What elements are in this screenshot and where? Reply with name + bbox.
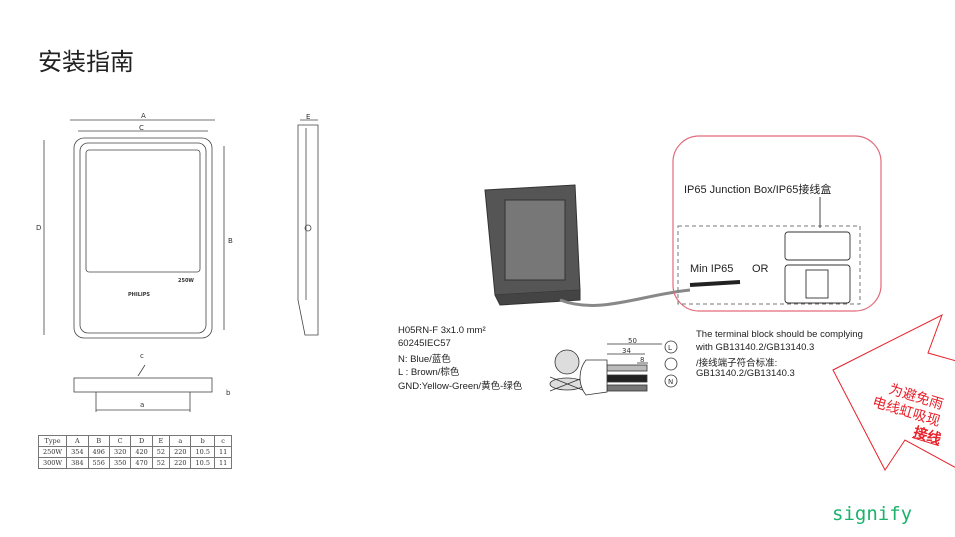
cell: 10.5 [190, 457, 215, 469]
or-label: OR [752, 263, 769, 275]
header-cell: A [66, 435, 89, 447]
header-cell: Type [37, 435, 68, 447]
header-cell: B [87, 435, 110, 447]
terminal-note-line: with GB13140.2/GB13140.3 [696, 342, 815, 353]
callout-arrow [832, 313, 955, 471]
cell: 354 [66, 446, 89, 458]
cell: 470 [130, 457, 153, 469]
dim-c-small-label: c [140, 352, 144, 360]
dim-c-label: C [139, 124, 144, 132]
terminal-note-line: GB13140.2/GB13140.3 [696, 368, 795, 379]
dim-34-label: 34 [622, 347, 631, 355]
cable-spec-line: N: Blue/蓝色 [398, 354, 451, 365]
cell: 384 [66, 457, 89, 469]
min-ip65-label: Min IP65 [690, 263, 734, 275]
header-cell: c [213, 435, 233, 447]
cell: 220 [169, 457, 192, 469]
junction-box-label: IP65 Junction Box/IP65接线盒 [684, 184, 832, 196]
junction-highlight-frame [672, 135, 882, 312]
cell: 250W [37, 446, 68, 458]
cell: 420 [130, 446, 153, 458]
dim-a-label: A [141, 112, 146, 120]
cell: 52 [151, 457, 171, 469]
cell: 496 [87, 446, 110, 458]
dim-8-label: 8 [640, 356, 644, 364]
cable-spec-line: GND:Yellow-Green/黄色-绿色 [398, 381, 523, 392]
terminal-n-label: N [668, 378, 673, 386]
cable-diagram [549, 340, 678, 396]
wattage-label: 250W [178, 278, 194, 284]
cell: 320 [108, 446, 132, 458]
cell: 10.5 [190, 446, 215, 458]
bottom-view-drawing [73, 364, 213, 412]
terminal-l-label: L [668, 344, 672, 352]
front-view-drawing [43, 119, 318, 339]
header-cell: C [108, 435, 132, 447]
terminal-note-line: /接线端子符合标准: [696, 358, 778, 369]
terminal-note-line: The terminal block should be complying [696, 329, 863, 340]
cell: 220 [169, 446, 192, 458]
junction-dashed-box [677, 225, 861, 305]
cable-spec-line: 60245IEC57 [398, 338, 451, 349]
cable-spec-line: L : Brown/棕色 [398, 367, 460, 378]
cable-spec-line: H05RN-F 3x1.0 mm² [398, 325, 486, 336]
header-cell: b [190, 435, 215, 447]
dim-50-label: 50 [628, 337, 637, 345]
brand-label: PHILIPS [128, 292, 150, 298]
cell: 350 [108, 457, 132, 469]
header-cell: a [169, 435, 192, 447]
header-cell: D [130, 435, 153, 447]
signify-logo: signify [832, 503, 913, 525]
cell: 556 [87, 457, 110, 469]
cell: 11 [213, 446, 233, 458]
dim-b-label: B [228, 237, 233, 245]
dim-b-small-label: b [226, 389, 231, 397]
dim-a-small-label: a [140, 401, 144, 409]
junction-box-drawing [689, 197, 851, 304]
cell: 11 [213, 457, 233, 469]
cell: 52 [151, 446, 171, 458]
cell: 300W [37, 457, 68, 469]
product-illustration [484, 184, 691, 307]
dim-e-label: E [306, 113, 310, 121]
header-cell: E [151, 435, 171, 447]
dim-d-label: D [36, 224, 41, 232]
page-title: 安装指南 [38, 48, 134, 76]
side-view-drawing [297, 124, 319, 336]
